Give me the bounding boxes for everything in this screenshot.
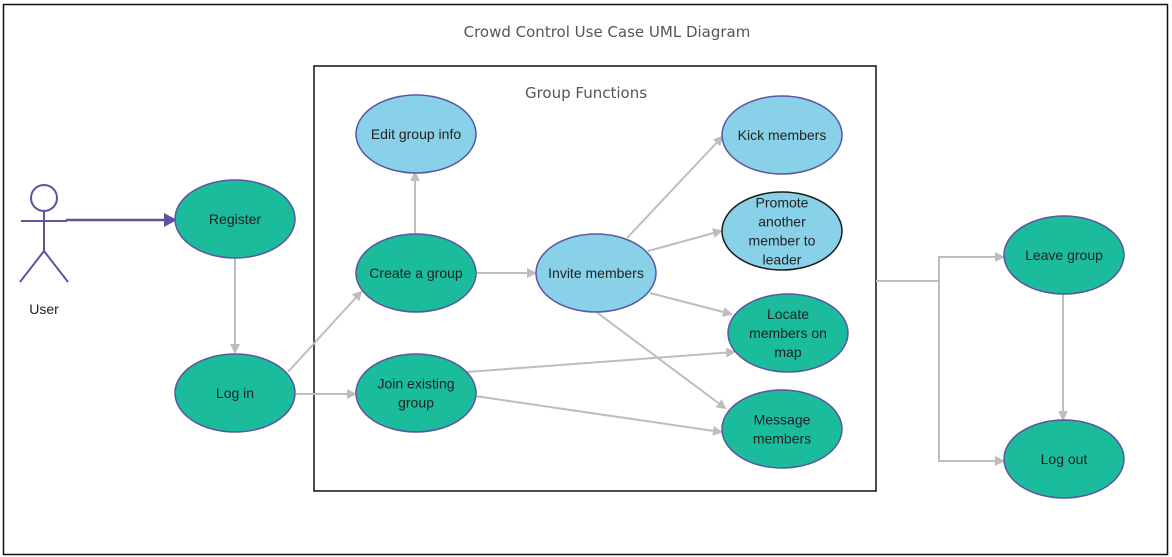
use-case-label: Create a group (369, 265, 463, 281)
use-case-label-line: Log in (216, 385, 254, 401)
use-case-label-line: Leave group (1025, 247, 1103, 263)
use-case-log-out[interactable]: Log out (1003, 419, 1125, 499)
use-case-label: Locate members on map (749, 306, 827, 360)
edge-invite-message (594, 310, 727, 410)
use-case-label-line: group (398, 395, 434, 411)
use-case-label-line: members (753, 431, 811, 447)
use-case-label: Log in (216, 385, 254, 401)
use-case-label: Promote another member to leader (749, 195, 816, 268)
use-case-create-group[interactable]: Create a group (355, 233, 477, 313)
use-case-label-line: Locate (767, 306, 809, 322)
use-case-label-line: Join existing (377, 376, 454, 392)
use-case-message-members[interactable]: Message members (721, 389, 843, 469)
edge-group-leave (876, 252, 1005, 282)
use-case-promote-member[interactable]: Promote another member to leader (721, 191, 843, 271)
use-case-register[interactable]: Register (174, 179, 296, 259)
use-case-label: Log out (1041, 451, 1088, 467)
use-case-locate-members[interactable]: Locate members on map (727, 293, 849, 373)
use-case-invite-members[interactable]: Invite members (535, 233, 657, 313)
use-case-join-group[interactable]: Join existing group (355, 353, 477, 433)
use-case-label-line: leader (763, 252, 802, 268)
use-case-label-line: Register (209, 211, 261, 227)
edge-group-logout (938, 281, 1005, 466)
use-case-label-line: members on (749, 325, 827, 341)
actor-head (30, 184, 58, 212)
system-boundary (313, 65, 877, 492)
use-case-label-line: Invite members (548, 265, 644, 281)
diagram-title: Crowd Control Use Case UML Diagram (464, 23, 751, 41)
edge-invite-promote (647, 228, 723, 252)
use-case-edit-group[interactable]: Edit group info (355, 94, 477, 174)
use-case-label-line: Kick members (738, 127, 827, 143)
use-case-leave-group[interactable]: Leave group (1003, 215, 1125, 295)
edge-login-create (287, 290, 363, 373)
use-case-label-line: map (774, 344, 801, 360)
use-case-label-line: member to (749, 233, 816, 249)
use-case-label-line: Edit group info (371, 126, 461, 142)
edge-invite-locate (649, 292, 733, 317)
use-case-label: Register (209, 211, 261, 227)
use-case-log-in[interactable]: Log in (174, 353, 296, 433)
actor-right-leg (43, 250, 69, 283)
use-case-label: Kick members (738, 127, 827, 143)
edge-join-message (474, 395, 723, 436)
user-actor[interactable]: User (19, 184, 69, 317)
edge-invite-kick (626, 135, 724, 239)
use-cases: Register Log in Create a group Join exis… (174, 94, 1125, 499)
use-case-label-line: Create a group (369, 265, 463, 281)
edge-join-locate (466, 347, 736, 373)
use-case-label: Leave group (1025, 247, 1103, 263)
actor-left-leg (19, 250, 45, 283)
use-case-label-line: another (758, 214, 806, 230)
use-case-label: Edit group info (371, 126, 461, 142)
use-case-label: Message members (753, 412, 811, 447)
use-case-label-line: Log out (1041, 451, 1088, 467)
boundary-title: Group Functions (525, 84, 647, 102)
use-case-label-line: Promote (756, 195, 809, 211)
actor-label: User (29, 301, 59, 317)
use-case-kick-members[interactable]: Kick members (721, 95, 843, 175)
edges (66, 135, 1068, 466)
use-case-label: Invite members (548, 265, 644, 281)
diagram-frame (2, 3, 1169, 556)
use-case-label: Join existing group (377, 376, 454, 411)
use-case-label-line: Message (754, 412, 811, 428)
